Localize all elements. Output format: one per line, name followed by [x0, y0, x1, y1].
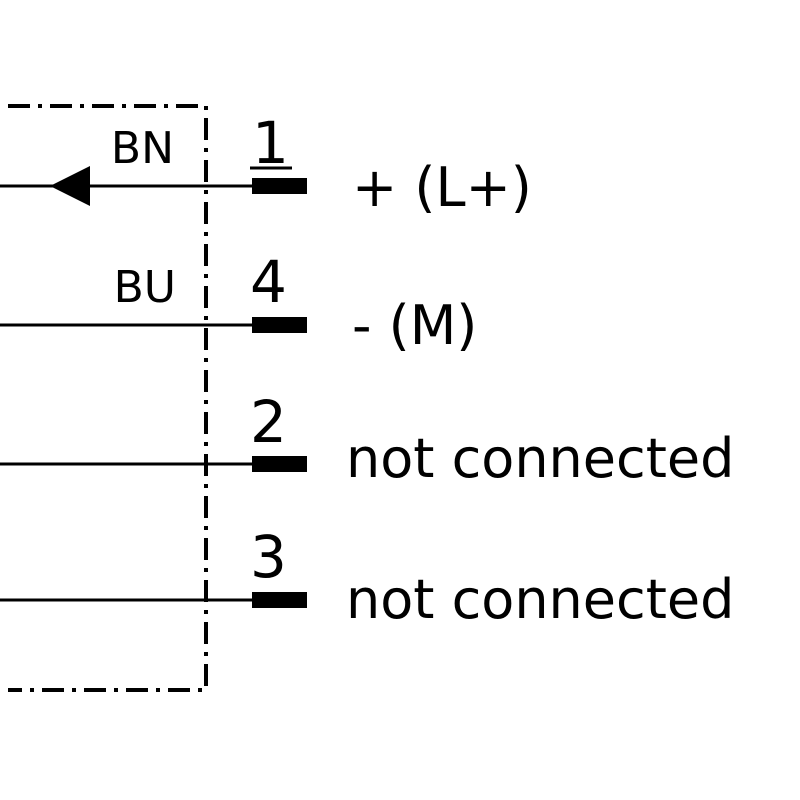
arrow-icon [50, 166, 90, 206]
pin-contact-3 [252, 592, 307, 608]
pin-row-3: 3 not connected [0, 523, 734, 631]
pin-row-2: 2 not connected [0, 388, 734, 490]
pin-number-2: 2 [250, 388, 287, 456]
pin-number-1: 1 [252, 109, 289, 177]
pin-row-1: BN 1 + (L+) [0, 109, 532, 219]
pin-contact-1 [252, 178, 307, 194]
pin-number-3: 3 [250, 523, 287, 591]
wire-color-label-2: BU [114, 262, 176, 313]
pin-function-2: not connected [346, 427, 734, 490]
pin-function-1: + (L+) [352, 156, 532, 219]
pin-number-4: 4 [250, 248, 287, 316]
pin-contact-2 [252, 456, 307, 472]
housing-outline [8, 104, 208, 692]
pin-contact-4 [252, 317, 307, 333]
pin-function-4: - (M) [352, 294, 477, 357]
pin-row-4: BU 4 - (M) [0, 248, 477, 357]
wire-color-label-1: BN [111, 123, 174, 174]
pin-function-3: not connected [346, 568, 734, 631]
